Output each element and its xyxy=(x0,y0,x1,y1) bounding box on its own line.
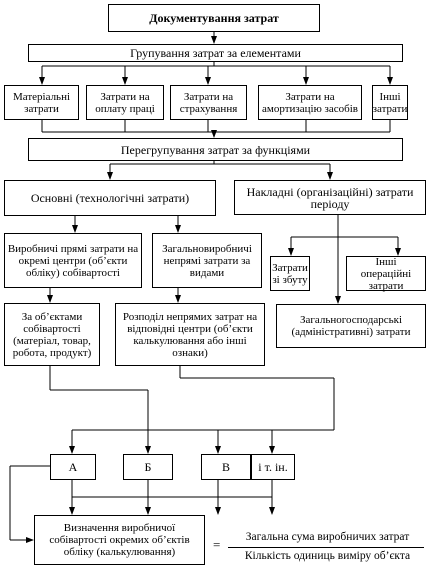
administrative-text: Загальногосподарські (адміністративні) з… xyxy=(291,314,411,338)
overhead-box: Накладні (організаційні) затрати періоду xyxy=(234,180,426,215)
element-depreciation-box: Затрати на амортизацію засобів xyxy=(258,85,362,120)
main-costs-text: Основні (технологічні затрати) xyxy=(30,191,190,205)
object-etc-box: і т. ін. xyxy=(251,454,295,480)
element-material-box: Матеріальні затрати xyxy=(4,85,79,120)
element-material-text: Матеріальні затрати xyxy=(12,90,71,115)
element-other-text: Інші затрати xyxy=(372,90,408,115)
direct-production-text: Виробничі прямі затрати на окремі центри… xyxy=(7,242,139,279)
formula-equals: = xyxy=(213,537,221,552)
direct-production-box: Виробничі прямі затрати на окремі центри… xyxy=(4,233,142,288)
general-production-text: Загальновиробничі непрямі затрати за вид… xyxy=(162,242,252,279)
calculation-box: Визначення виробничої собівартості окрем… xyxy=(34,515,205,565)
regrouping-text: Перегрупування затрат за функціями xyxy=(120,142,311,157)
object-etc-text: і т. ін. xyxy=(258,460,288,474)
overhead-text: Накладні (організаційні) затрати періоду xyxy=(246,184,414,211)
calculation-text: Визначення виробничої собівартості окрем… xyxy=(49,522,190,558)
element-insurance-box: Затрати на страхування xyxy=(170,85,247,120)
formula-numerator: Загальна сума виробничих затрат xyxy=(245,531,410,543)
selling-box: Затрати зі збуту xyxy=(270,256,310,291)
element-insurance-text: Затрати на страхування xyxy=(179,90,238,115)
object-a-box: А xyxy=(50,454,96,480)
formula-fraction-line xyxy=(228,547,424,548)
object-b-box: Б xyxy=(123,454,173,480)
element-labor-text: Затрати на оплату праці xyxy=(95,90,155,115)
by-cost-objects-box: За об’єктами собівартості (матеріал, тов… xyxy=(4,303,100,366)
distribution-box: Розподіл непрямих затрат на відповідні ц… xyxy=(115,303,265,366)
object-a-text: А xyxy=(68,460,78,474)
general-production-box: Загальновиробничі непрямі затрати за вид… xyxy=(152,233,262,288)
main-costs-box: Основні (технологічні затрати) xyxy=(4,180,216,216)
title-box: Документування затрат xyxy=(108,4,320,32)
object-v-box: В xyxy=(201,454,251,480)
administrative-box: Загальногосподарські (адміністративні) з… xyxy=(276,304,426,348)
by-cost-objects-text: За об’єктами собівартості (матеріал, тов… xyxy=(12,310,92,359)
regrouping-box: Перегрупування затрат за функціями xyxy=(28,138,403,161)
element-labor-box: Затрати на оплату праці xyxy=(86,85,164,120)
grouping-box: Групування затрат за елементами xyxy=(28,44,403,62)
element-depreciation-text: Затрати на амортизацію засобів xyxy=(262,90,358,115)
object-v-text: В xyxy=(221,460,230,474)
object-b-text: Б xyxy=(144,460,152,474)
other-operating-text: Інші операційні затрати xyxy=(360,255,412,292)
title-text: Документування затрат xyxy=(149,11,279,25)
other-operating-box: Інші операційні затрати xyxy=(346,255,426,292)
grouping-text: Групування затрат за елементами xyxy=(130,46,301,60)
selling-text: Затрати зі збуту xyxy=(272,261,308,286)
distribution-text: Розподіл непрямих затрат на відповідні ц… xyxy=(122,310,258,359)
element-other-box: Інші затрати xyxy=(372,85,408,120)
formula-denominator: Кількість одиниць виміру об’єкта xyxy=(244,550,411,562)
